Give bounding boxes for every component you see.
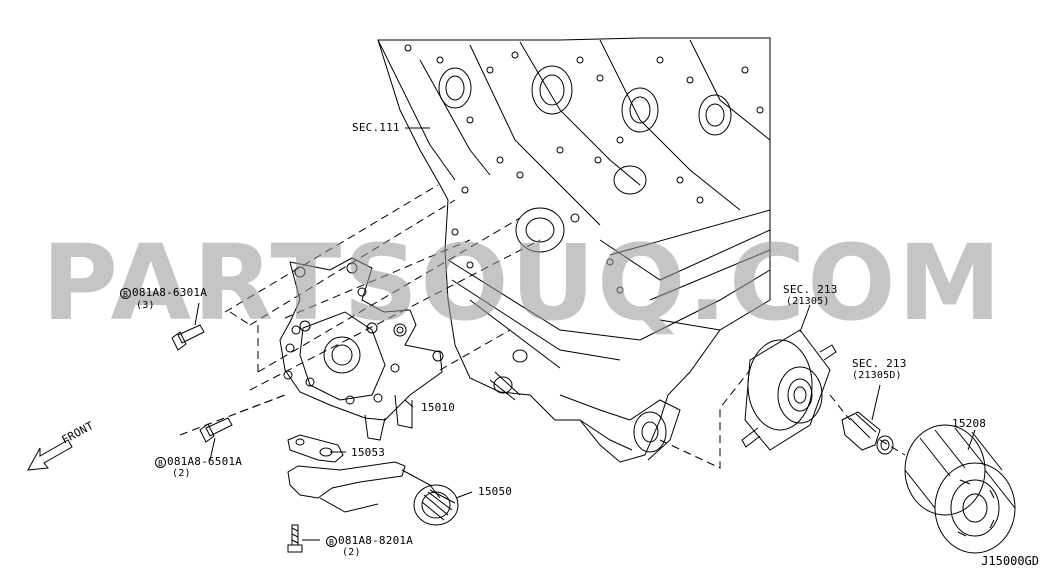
label-15053[interactable]: 15053 [351,446,386,459]
label-bolt-upper-qty: (3) [136,300,155,311]
oil-strainer [287,461,459,526]
oil-pump [279,257,444,441]
bolt-badge-icon: B [120,287,131,299]
oil-cooler [741,329,837,451]
bolt-part-number: 081A8-8201A [338,534,414,547]
label-bolt-middle-qty: (2) [172,468,191,479]
bolt-part-number: 081A8-6301A [132,286,208,299]
label-sec213-cooler[interactable]: SEC. 213 [783,283,838,296]
bolt-badge-icon: B [326,535,337,547]
connector-bolt [841,411,894,455]
oil-filter [904,424,1016,554]
gasket [287,434,344,463]
bolt-lower [287,524,303,553]
label-15010[interactable]: 15010 [421,401,456,414]
bolt-middle [199,417,233,443]
assembly-lines [179,184,906,469]
bolt-part-number: 081A8-6501A [167,455,243,468]
label-sec213-connector-sub: (21305D) [852,370,902,381]
label-sec213-connector[interactable]: SEC. 213 [852,357,907,370]
label-bolt-lower-qty: (2) [342,547,361,558]
diagram-id: J15000GD [981,554,1039,568]
engine-block [377,37,771,463]
label-15208[interactable]: 15208 [952,417,987,430]
front-arrow [27,439,73,471]
label-15050[interactable]: 15050 [478,485,513,498]
label-sec111[interactable]: SEC.111 [352,121,400,134]
bolt-upper [171,324,205,351]
bolt-badge-icon: B [155,456,166,468]
label-sec213-cooler-sub: (21305) [786,296,830,307]
leader-lines [194,127,976,541]
